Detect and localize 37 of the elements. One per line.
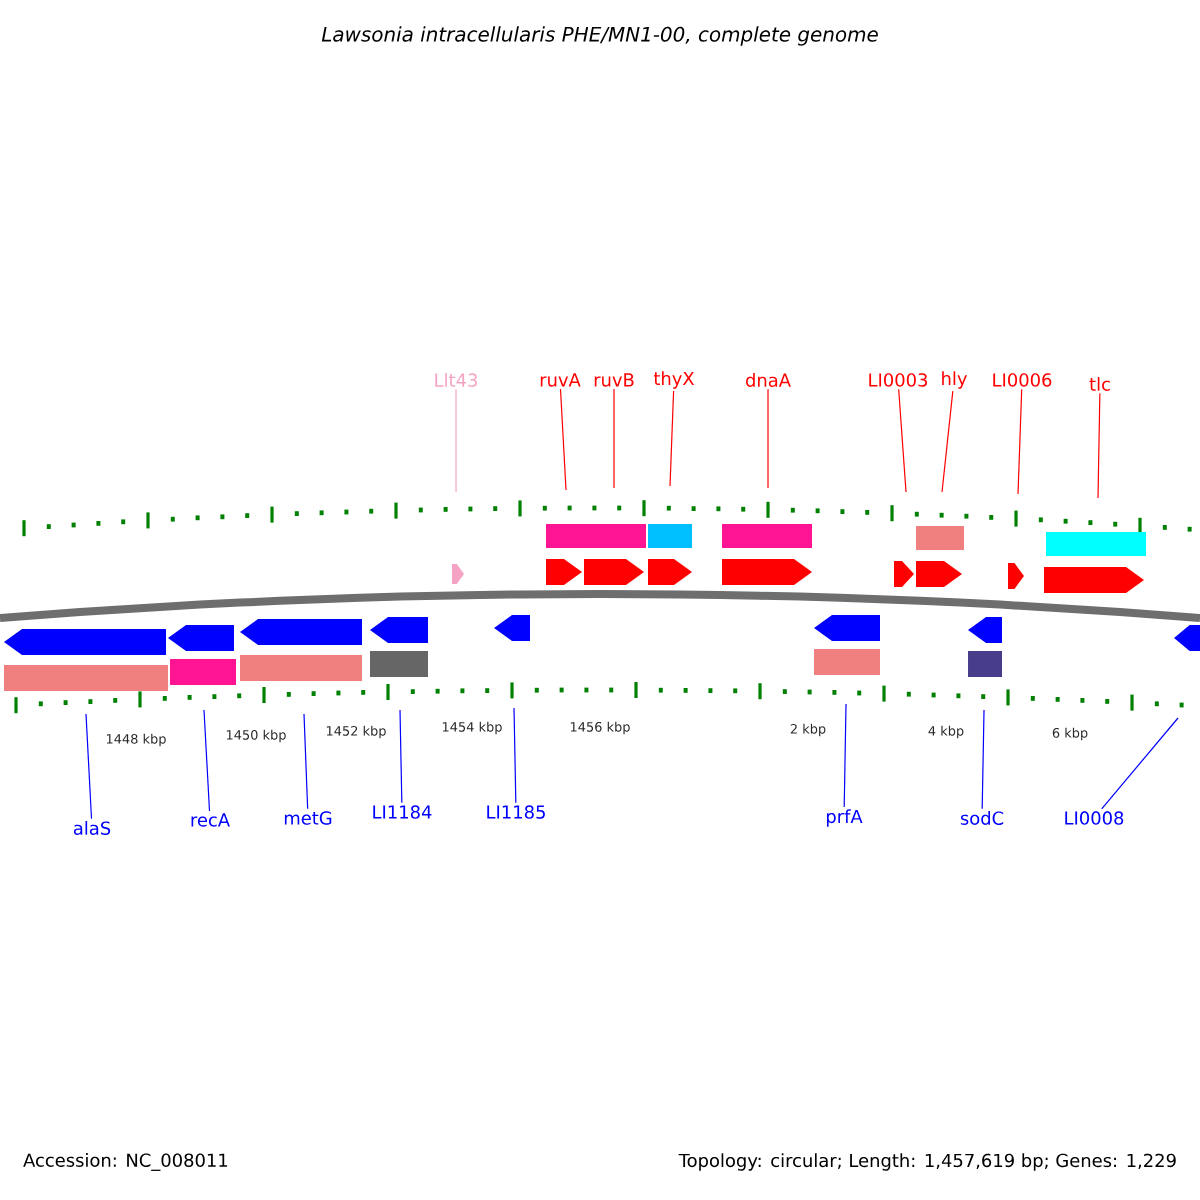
leader-line (843, 703, 847, 808)
leader-line (513, 707, 517, 804)
accession-text: Accession: NC_008011 (23, 1153, 228, 1171)
title: Lawsonia intracellularis PHE/MN1-00, complete genome (321, 26, 878, 46)
gene-label: recA (191, 813, 230, 827)
gene-label: LI1185 (487, 805, 545, 819)
gene-label: Llt43 (435, 373, 477, 387)
gene-label: ruvB (594, 373, 634, 387)
genome-info-text: Topology: circular; Length: 1,457,619 bp; Genes: 1,229 (678, 1153, 1176, 1171)
leader-line (941, 390, 954, 493)
gene-label: LI1184 (373, 805, 432, 819)
gene-label: ruvA (540, 373, 581, 387)
leader-line (1097, 392, 1101, 499)
leader-line (303, 713, 309, 810)
leader-line (85, 713, 93, 820)
leader-line (399, 709, 403, 804)
leader-line (203, 709, 211, 812)
gene-label: LI0003 (869, 373, 927, 387)
gene-label: dnaA (746, 373, 791, 387)
gene-label: metG (284, 811, 332, 825)
gene-label: tlc (1089, 377, 1110, 391)
leader-line (898, 388, 907, 493)
gene-label: sodC (960, 811, 1004, 825)
leader-line (1101, 717, 1179, 810)
gene-label: hly (942, 371, 967, 389)
leader-line (767, 388, 769, 489)
gene-label: prfA (826, 809, 863, 827)
leader-line (455, 388, 457, 493)
gene-label: LI0008 (1065, 811, 1124, 825)
leader-line (981, 709, 985, 810)
gene-label: LI0006 (993, 373, 1052, 387)
gene-label: thyX (653, 371, 695, 389)
leader-line (669, 390, 675, 487)
leader-line (559, 388, 567, 491)
gene-label: alaS (73, 821, 111, 835)
leader-line (613, 388, 615, 489)
leader-line (1017, 388, 1023, 495)
